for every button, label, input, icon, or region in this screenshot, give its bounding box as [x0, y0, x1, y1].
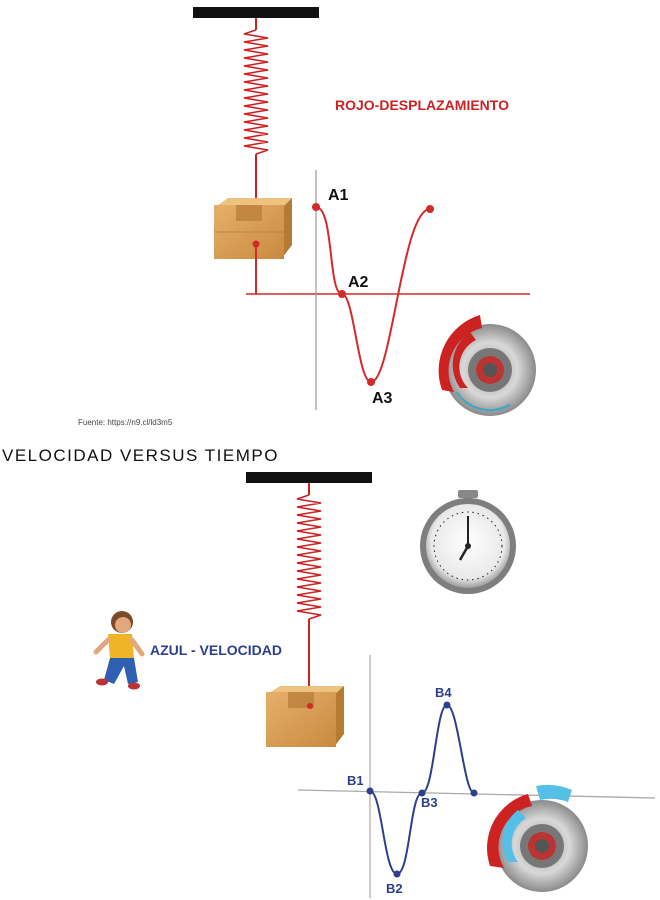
top-legend: ROJO-DESPLAZAMIENTO: [335, 97, 509, 113]
point-a-end: [426, 205, 434, 213]
ceiling-bar-top: [193, 7, 319, 18]
section-title: VELOCIDAD VERSUS TIEMPO: [2, 446, 279, 465]
point-b4: [443, 701, 451, 709]
point-a2: [338, 290, 346, 298]
spring-icon: [243, 29, 269, 155]
point-a3: [367, 378, 375, 386]
label-b4: B4: [435, 685, 452, 700]
point-b2: [393, 870, 401, 878]
label-a2: A2: [348, 274, 369, 291]
label-b3: B3: [421, 795, 438, 810]
spring-icon-bottom: [296, 494, 322, 620]
brake-disc-icon-bottom: [487, 784, 588, 892]
bottom-diagram: AZUL - VELOCIDAD B1 B2 B3 B4: [93, 472, 656, 898]
label-b1: B1: [347, 773, 364, 788]
running-boy-icon: [93, 611, 145, 690]
top-diagram: A1 A2 A3 ROJO-DESPLAZAMIENTO Fuente: htt…: [78, 7, 536, 427]
label-b2: B2: [386, 881, 403, 896]
box-icon-bottom: [266, 686, 344, 747]
source-text: Fuente: https://n9.cl/ld3m5: [78, 418, 173, 427]
label-a1: A1: [328, 187, 349, 204]
point-b1: [366, 787, 374, 795]
point-b3: [418, 789, 426, 797]
stopwatch-icon: [420, 490, 516, 594]
brake-disc-icon: [438, 315, 536, 416]
label-a3: A3: [372, 390, 393, 407]
displacement-curve: [315, 206, 431, 384]
box-icon: [214, 198, 292, 259]
box-marker-dot-bottom: [307, 703, 313, 709]
point-b-end: [470, 789, 478, 797]
point-a1: [312, 203, 320, 211]
bottom-legend: AZUL - VELOCIDAD: [150, 642, 282, 658]
ceiling-bar-bottom: [246, 472, 372, 483]
